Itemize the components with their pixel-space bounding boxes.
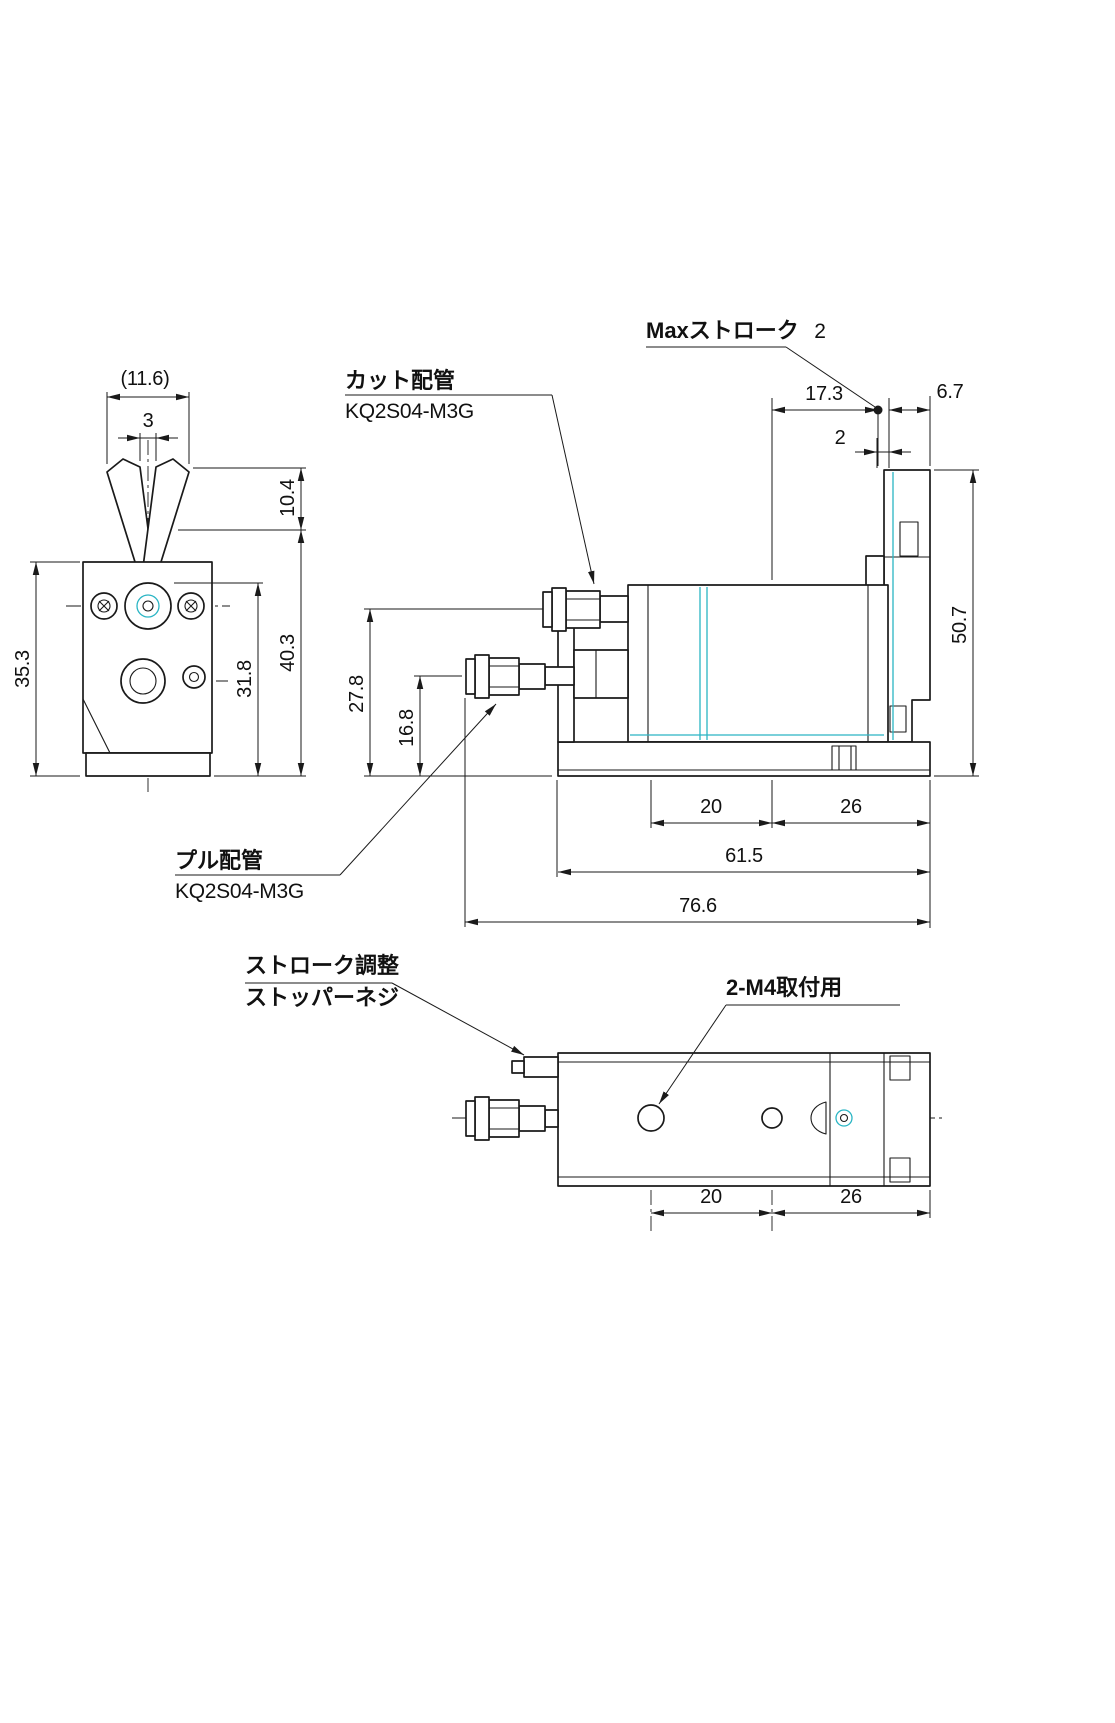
pull-piping-label: プル配管 [175, 848, 263, 873]
bottom-view: 20 26 ストローク調整 ストッパーネジ 2-M4取付用 [245, 953, 944, 1232]
dim-front-overall-width: (11.6) [121, 368, 170, 390]
pivot-circle [124, 582, 172, 630]
pull-piping-part-no: KQ2S04-M3G [175, 880, 304, 903]
hook-feature [810, 1101, 827, 1135]
dim-overall-length: 76.6 [679, 895, 717, 917]
pull-piping-fitting [465, 654, 575, 699]
stroke-adjust-label-line2: ストッパーネジ [245, 985, 399, 1010]
dim-hole-pitch-side: 20 [700, 796, 722, 818]
front-accent-lines [136, 594, 160, 618]
dim-cut-port-center: 27.8 [346, 675, 368, 713]
stopper-screw [523, 1056, 559, 1078]
max-stroke-dot [873, 405, 883, 415]
cut-piping-leader [551, 394, 595, 585]
stroke-adjust-leader [391, 982, 525, 1056]
lower-boss [120, 658, 166, 704]
cut-piping-part-no: KQ2S04-M3G [345, 400, 474, 423]
base-block [85, 752, 211, 777]
dim-front-body-height: 35.3 [12, 650, 34, 688]
side-extension-lines [364, 396, 979, 928]
right-screw [177, 592, 205, 620]
side-view-dimensions: 17.3 6.7 2 50.7 27.8 16.8 20 26 61.5 76.… [346, 381, 979, 928]
base-plate [557, 741, 931, 777]
pull-piping-leader [339, 703, 497, 876]
mounting-hole-1 [637, 1104, 665, 1132]
front-screws [90, 582, 206, 704]
bottom-body [511, 1052, 931, 1187]
max-stroke-leader [785, 346, 876, 408]
bottom-view-callouts: ストローク調整 ストッパーネジ 2-M4取付用 [245, 953, 900, 1105]
bottom-accent-lines [835, 1109, 853, 1127]
dim-front-pivot-height: 31.8 [234, 660, 256, 698]
max-stroke-value: 2 [814, 320, 825, 343]
dim-front-head-height: 40.3 [277, 634, 299, 672]
dim-stroke: 2 [835, 427, 846, 449]
bottom-fitting [465, 1096, 559, 1141]
blade-left [106, 458, 155, 579]
side-view-callouts: カット配管 KQ2S04-M3G プル配管 KQ2S04-M3G Maxストロー… [175, 318, 876, 903]
dim-right-offset: 6.7 [937, 381, 964, 403]
side-view: 17.3 6.7 2 50.7 27.8 16.8 20 26 61.5 76.… [175, 318, 979, 928]
cutter-blades [106, 458, 190, 579]
bottom-view-dimensions: 20 26 [651, 1186, 931, 1218]
dim-holder-length: 61.5 [725, 845, 763, 867]
left-screw [90, 592, 118, 620]
dim-hole-edge-bottom: 26 [840, 1186, 862, 1208]
mounting-leader [658, 1004, 727, 1105]
front-view-dimensions: (11.6) 3 10.4 35.3 31.8 40.3 [12, 368, 306, 777]
front-body [82, 561, 213, 777]
dim-front-blade-opening: 3 [143, 410, 154, 432]
bottom-body-outline [557, 1052, 931, 1187]
port-block [573, 649, 629, 699]
mounting-hole-2 [761, 1107, 783, 1129]
nipper-head-plate [883, 469, 931, 743]
dim-pull-port-center: 16.8 [396, 709, 418, 747]
base-screw [831, 745, 857, 771]
cut-piping-label: カット配管 [345, 368, 455, 393]
cut-piping-fitting [542, 587, 629, 632]
dim-overall-height: 50.7 [949, 606, 971, 644]
cylinder-body [627, 584, 889, 743]
blade-right [141, 458, 190, 579]
dim-front-blade-length: 10.4 [277, 479, 299, 517]
dim-stroke-position: 17.3 [805, 383, 843, 405]
dim-hole-pitch-bottom: 20 [700, 1186, 722, 1208]
mounting-label: 2-M4取付用 [726, 975, 842, 1000]
dim-hole-edge-side: 26 [840, 796, 862, 818]
lower-small-screw [182, 665, 206, 689]
stroke-adjust-label-line1: ストローク調整 [245, 953, 399, 978]
front-view: (11.6) 3 10.4 35.3 31.8 40.3 [12, 368, 306, 792]
max-stroke-label: Maxストローク [646, 318, 799, 343]
head-block [82, 561, 213, 754]
side-body [551, 469, 931, 777]
side-accent-lines [630, 472, 894, 740]
